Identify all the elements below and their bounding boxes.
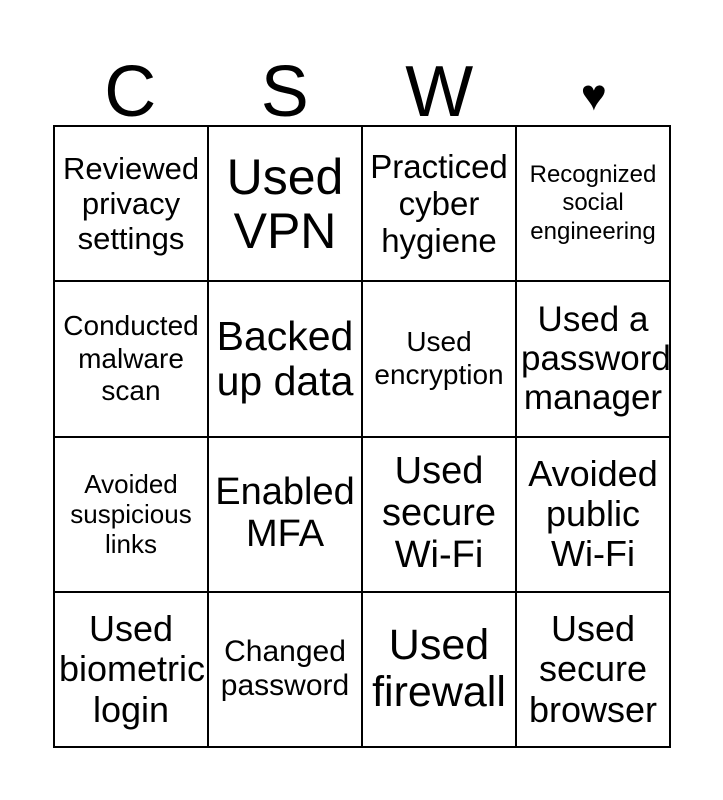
bingo-cell-r1c3[interactable]: Practiced cyber hygiene [363, 127, 517, 283]
bingo-header-column-3: W [362, 42, 517, 132]
bingo-cell-r3c2[interactable]: Enabled MFA [209, 437, 363, 593]
bingo-cell-r1c2[interactable]: Used VPN [209, 127, 363, 283]
heart-icon: ♥ [580, 70, 607, 120]
bingo-cell-r4c2[interactable]: Changed password [209, 592, 363, 748]
bingo-cell-r3c1[interactable]: Avoided suspicious links [55, 437, 209, 593]
bingo-cell-r1c4[interactable]: Recognized social engineering [517, 127, 671, 283]
bingo-cell-r3c4[interactable]: Avoided public Wi-Fi [517, 437, 671, 593]
bingo-cell-label: Used secure browser [528, 607, 658, 730]
bingo-cell-r3c3[interactable]: Used secure Wi-Fi [363, 437, 517, 593]
bingo-cell-r4c4[interactable]: Used secure browser [517, 592, 671, 748]
bingo-cell-label: Changed password [220, 635, 350, 703]
bingo-cell-label: Enabled MFA [215, 471, 355, 556]
bingo-header-letter-c: C [104, 51, 157, 132]
bingo-cell-label: Avoided public Wi-Fi [528, 452, 658, 575]
bingo-cell-r1c1[interactable]: Reviewed privacy settings [55, 127, 209, 283]
bingo-cell-label: Used biometric login [59, 607, 206, 730]
bingo-cell-r2c3[interactable]: Used encryption [363, 282, 517, 438]
bingo-header-row: C S W ♥ [53, 42, 672, 132]
bingo-header-column-4: ♥ [517, 42, 672, 125]
bingo-cell-label: Practiced cyber hygiene [370, 147, 508, 260]
bingo-cell-label: Used a password manager [521, 300, 671, 418]
bingo-grid: Reviewed privacy settings Used VPN Pract… [53, 125, 671, 748]
bingo-cell-label: Used VPN [226, 148, 344, 259]
bingo-cell-label: Avoided suspicious links [70, 468, 192, 560]
bingo-cell-r4c3[interactable]: Used firewall [363, 592, 517, 748]
bingo-cell-r2c1[interactable]: Conducted malware scan [55, 282, 209, 438]
bingo-cell-label: Conducted malware scan [63, 310, 199, 407]
bingo-header-letter-w: W [405, 51, 474, 132]
bingo-cell-r2c2[interactable]: Backed up data [209, 282, 363, 438]
bingo-cell-r4c1[interactable]: Used biometric login [55, 592, 209, 748]
bingo-header-column-1: C [53, 42, 208, 132]
bingo-cell-label: Used firewall [372, 621, 506, 717]
bingo-cell-label: Recognized social engineering [529, 161, 657, 245]
bingo-cell-label: Used secure Wi-Fi [381, 450, 497, 577]
bingo-cell-label: Reviewed privacy settings [62, 150, 200, 257]
bingo-header-column-2: S [208, 42, 363, 132]
bingo-cell-label: Backed up data [216, 312, 354, 404]
bingo-cell-r2c4[interactable]: Used a password manager [517, 282, 671, 438]
bingo-header-letter-s: S [260, 51, 309, 132]
bingo-cell-label: Used encryption [374, 326, 504, 390]
